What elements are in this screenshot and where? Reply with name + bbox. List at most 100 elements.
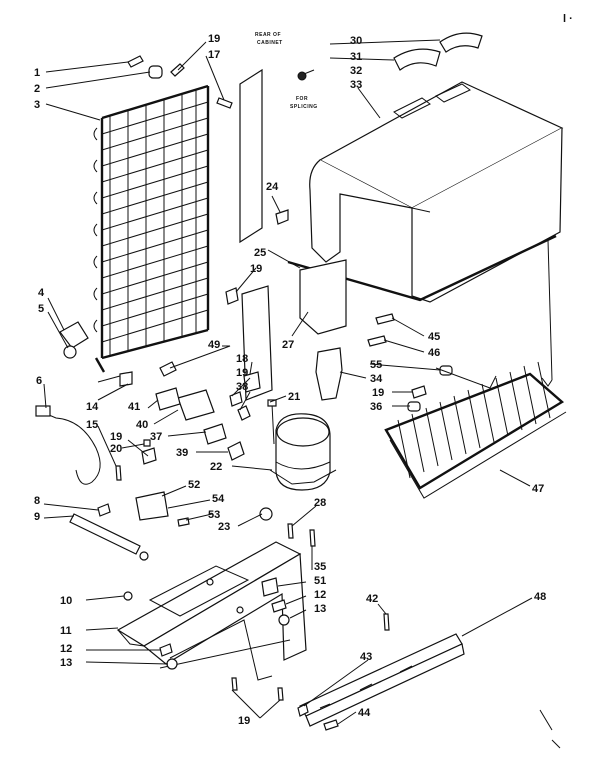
cover-41	[155, 387, 181, 411]
callout-23: 23	[218, 521, 230, 533]
callout-54: 54	[212, 493, 225, 505]
callout-24: 24	[266, 181, 279, 193]
condenser-coil	[93, 84, 210, 373]
cover-30	[439, 32, 483, 53]
callout-32: 32	[350, 65, 362, 77]
callout-28: 28	[314, 497, 326, 509]
callout-43: 43	[360, 651, 372, 663]
callout-36: 36	[370, 401, 382, 413]
clip-12-left	[159, 643, 173, 657]
side-panel-27	[299, 259, 347, 335]
clip-43	[297, 703, 309, 717]
callout-40: 40	[136, 419, 148, 431]
callout-38: 38	[236, 381, 248, 393]
screw-10	[123, 591, 133, 601]
callout-48: 48	[534, 591, 546, 603]
screw-44	[323, 719, 339, 731]
callout-19-left: 19	[110, 431, 122, 443]
callout-19-center: 19	[236, 367, 248, 379]
callout-30: 30	[350, 35, 362, 47]
clip-19-right	[411, 385, 427, 399]
cabinet-housing	[287, 81, 564, 387]
callout-1: 1	[34, 67, 40, 79]
splicing-note-line1: FOR	[296, 96, 308, 102]
screw-19-bottom-2	[277, 687, 284, 701]
callout-53: 53	[208, 509, 220, 521]
callout-10: 10	[60, 595, 72, 607]
callout-19-bottom: 19	[238, 715, 250, 727]
screw-17	[216, 97, 233, 109]
grommet-13-right	[278, 614, 290, 626]
bracket-51	[261, 577, 279, 597]
callout-12-left: 12	[60, 643, 72, 655]
evaporator-rack	[384, 361, 567, 499]
rear-cabinet-strip	[239, 68, 263, 244]
callout-21: 21	[288, 391, 300, 403]
callout-47: 47	[532, 483, 544, 495]
screw-28	[287, 523, 294, 539]
callout-39: 39	[176, 447, 188, 459]
callout-27: 27	[282, 339, 294, 351]
grommet-13-left	[166, 658, 178, 670]
callout-3: 3	[34, 99, 40, 111]
callout-25: 25	[254, 247, 266, 259]
callout-13-right: 13	[314, 603, 326, 615]
clip-14	[119, 371, 133, 387]
callout-44: 44	[358, 707, 371, 719]
capacitor-9	[69, 513, 141, 555]
callout-52: 52	[188, 479, 200, 491]
callout-45: 45	[428, 331, 440, 343]
screw-19-bottom	[231, 677, 238, 691]
callout-5: 5	[38, 303, 44, 315]
grommet-5	[63, 345, 77, 359]
callout-8: 8	[34, 495, 40, 507]
bracket-4	[59, 321, 89, 349]
callout-12-right: 12	[314, 589, 326, 601]
cover-31	[393, 48, 441, 71]
callout-55: 55	[370, 359, 382, 371]
deco-slash	[539, 709, 561, 749]
callout-19-top: 19	[208, 33, 220, 45]
terminal-52	[135, 491, 169, 521]
callout-13-left: 13	[60, 657, 72, 669]
callout-15: 15	[86, 419, 98, 431]
screw-1	[127, 55, 144, 68]
clip-8	[97, 503, 111, 517]
grommet-23	[259, 507, 273, 521]
clip-12-right	[271, 599, 287, 613]
callouts: 1 2 3 4 5 6 8 9 10 11 12 13 14 15 17 18 …	[34, 33, 546, 727]
callout-11: 11	[60, 625, 72, 637]
screw-46	[367, 335, 387, 347]
clip-49	[159, 361, 177, 377]
rear-note-line1: REAR OF	[255, 32, 281, 38]
compressor	[267, 399, 337, 491]
power-cord-6	[41, 411, 101, 485]
capacitor-9-end	[139, 551, 149, 561]
clip-19-mid	[225, 287, 239, 305]
callout-51: 51	[314, 575, 326, 587]
callout-22: 22	[210, 461, 222, 473]
leader-lines	[43, 39, 533, 725]
callout-17: 17	[208, 49, 220, 61]
plug-6	[35, 405, 51, 417]
bracket-24	[275, 209, 289, 225]
rear-note-line2: CABINET	[257, 40, 283, 46]
callout-49: 49	[208, 339, 220, 351]
callout-14: 14	[86, 401, 99, 413]
screw-45	[375, 313, 395, 325]
callout-37: 37	[150, 431, 162, 443]
spacer-2	[148, 65, 163, 79]
toe-grille	[299, 633, 465, 727]
callout-19-right: 19	[372, 387, 384, 399]
screw-15	[115, 465, 122, 481]
screw-35	[309, 529, 316, 547]
clip-18	[243, 371, 261, 393]
wire-38	[237, 405, 251, 421]
bracket-34	[315, 347, 343, 401]
callout-4: 4	[38, 287, 45, 299]
duct-25	[241, 285, 273, 401]
callout-42: 42	[366, 593, 378, 605]
callout-19-mid: 19	[250, 263, 262, 275]
callout-31: 31	[350, 51, 362, 63]
